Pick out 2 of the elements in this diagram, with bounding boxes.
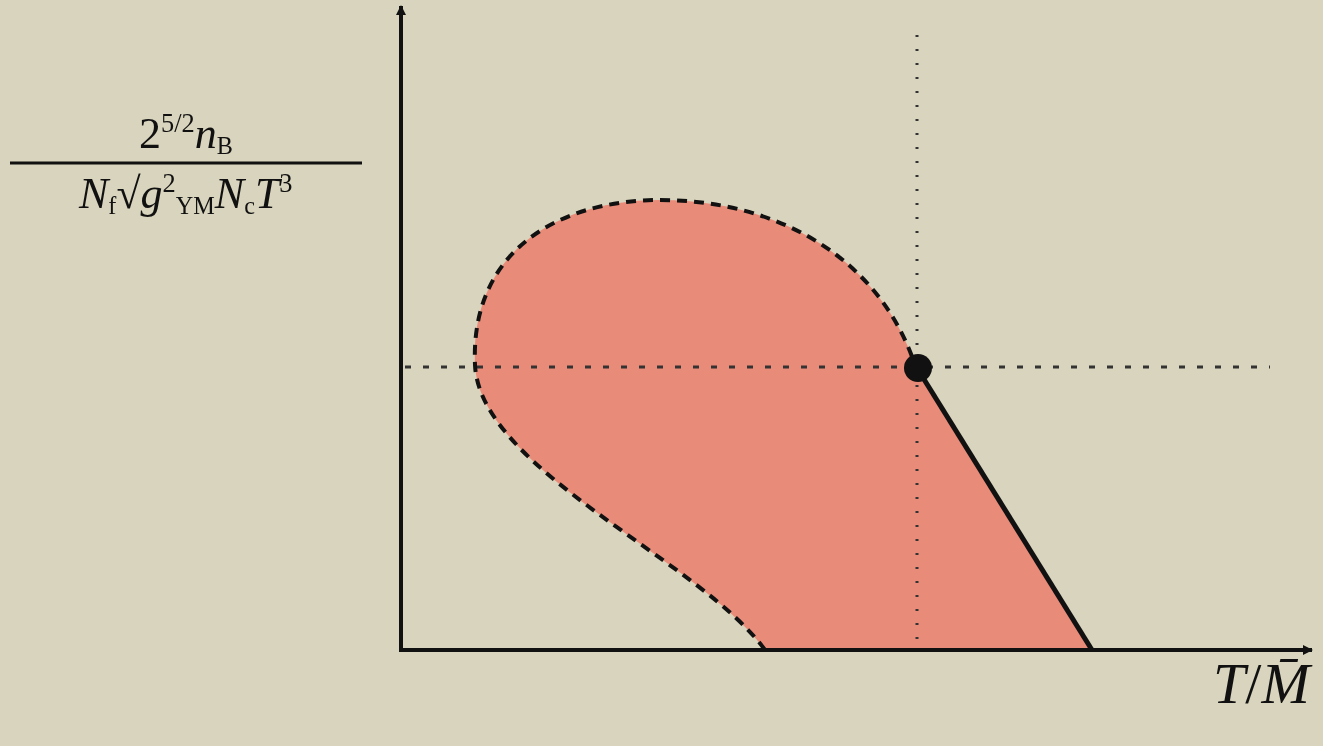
y-axis-label-denominator: N$_{f}$√g$^{2}$$_{YM}$N$_{c}$T$^{3}$ — [79, 172, 293, 216]
y-axis-label-numerator: 2$^{5/2}$n$_{B}$ — [139, 112, 233, 156]
